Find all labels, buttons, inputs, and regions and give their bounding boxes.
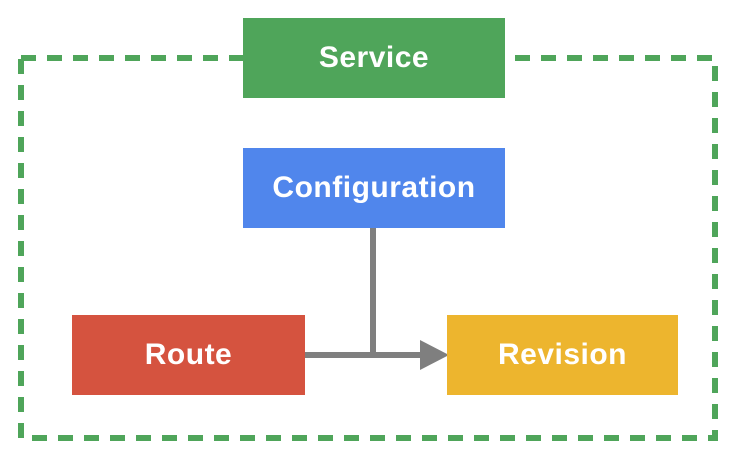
node-configuration-label: Configuration xyxy=(272,171,476,204)
node-revision: Revision xyxy=(447,315,678,395)
node-configuration: Configuration xyxy=(243,148,505,228)
arrowhead-icon xyxy=(420,340,449,370)
node-service-label: Service xyxy=(318,41,430,74)
node-service: Service xyxy=(243,18,505,98)
node-revision-label: Revision xyxy=(497,338,628,371)
node-route: Route xyxy=(72,315,305,395)
node-route-label: Route xyxy=(144,338,233,371)
